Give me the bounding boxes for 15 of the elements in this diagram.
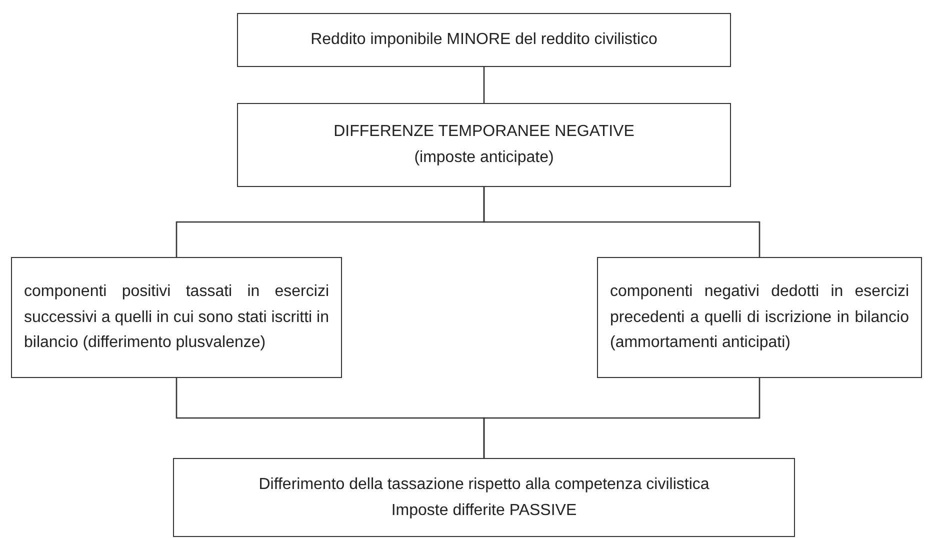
box-heading: componenti positivi tassati in esercizi successivi a quelli in cui sono stati iscritti in bilancio (differimento plusvalenze)	[24, 282, 329, 354]
box-subtext: Imposte differite PASSIVE	[390, 500, 578, 520]
connector-line	[483, 378, 760, 458]
box-heading: Differimento della tassazione rispetto alla competenza civilistica	[258, 474, 710, 495]
text-box	[237, 13, 731, 67]
text-box	[11, 257, 342, 378]
box-heading: Reddito imponibile MINORE del reddito civilistico	[310, 30, 658, 50]
box-heading: DIFFERENZE TEMPORANEE NEGATIVE	[332, 122, 636, 142]
box-heading: componenti negativi dedotti in esercizi precedenti a quelli di iscrizione in bilancio (ammortamenti anticipati)	[610, 282, 909, 354]
text-box	[237, 103, 731, 187]
box-subtext: (imposte anticipate)	[413, 148, 555, 168]
connector-line	[483, 187, 760, 257]
connector-line	[483, 67, 485, 103]
text-box	[173, 458, 795, 537]
text-box	[597, 257, 922, 378]
